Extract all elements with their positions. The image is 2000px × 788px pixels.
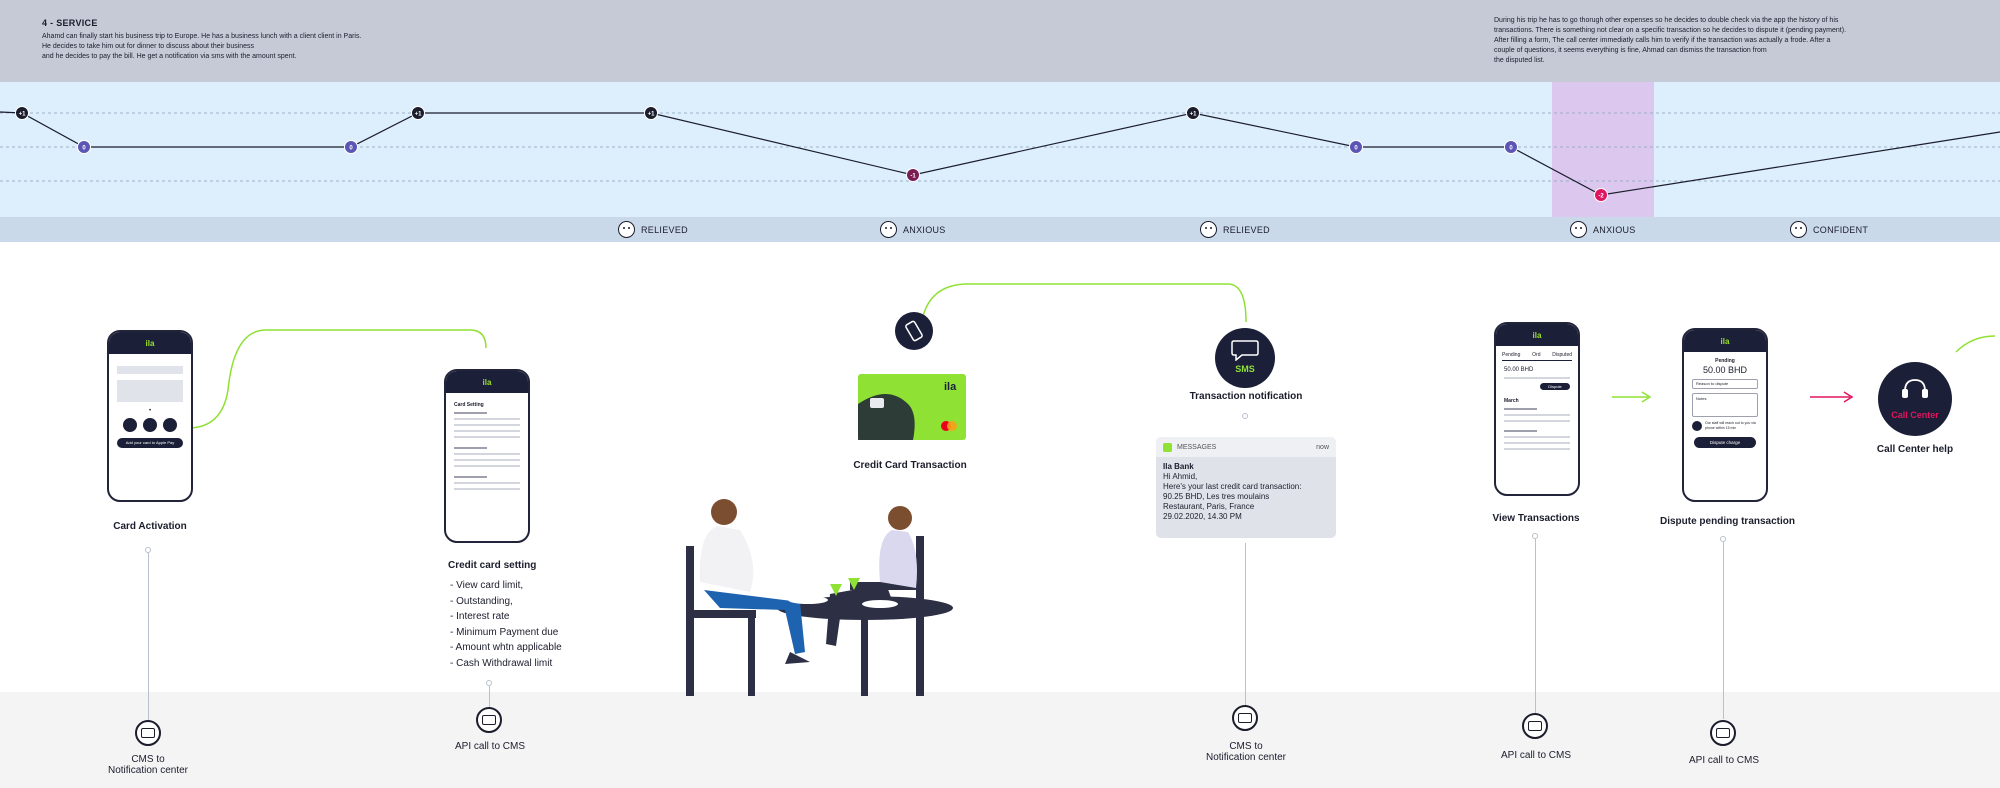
cms-icon — [1232, 705, 1258, 731]
emotion-point-label: 0 — [82, 146, 86, 152]
emotion-point-label: 0 — [349, 146, 353, 152]
backstage-label-4: API call to CMS — [1500, 750, 1572, 761]
emotion-point-label: +1 — [19, 112, 27, 118]
emotion-point — [344, 140, 358, 154]
anxious-face-icon — [880, 221, 897, 238]
tab-disputed[interactable]: Disputed — [1552, 352, 1572, 358]
api-icon — [1522, 713, 1548, 739]
emotion-relieved-2: RELIEVED — [1200, 221, 1270, 238]
more-icon[interactable] — [163, 418, 177, 432]
dispute-pending-phone[interactable]: Pending 50.00 BHD Reason to dispute Note… — [1682, 328, 1768, 502]
emotion-point-label: +1 — [415, 112, 423, 118]
backstage-label-1: CMS to Notification center — [107, 754, 189, 776]
card-activation-label: Card Activation — [113, 521, 187, 532]
view-transactions-label: View Transactions — [1492, 513, 1580, 524]
tab-ord[interactable]: Ord — [1532, 352, 1541, 358]
call-center-icon[interactable]: Call Center — [1878, 362, 1952, 436]
card-icon[interactable] — [143, 418, 157, 432]
emotion-point — [1594, 188, 1608, 202]
tab-pending[interactable]: Pending — [1502, 352, 1521, 358]
card-activation-phone[interactable]: • Add your card to Apple Pay — [107, 330, 193, 502]
relieved-face-icon — [618, 221, 635, 238]
backstage-label-3: CMS to Notification center — [1205, 741, 1287, 763]
sms-notification-card[interactable]: MESSAGES now Ila Bank Hi Ahmid, Here's y… — [1156, 437, 1336, 538]
emotion-point-label: -2 — [1598, 194, 1604, 200]
emotion-confident: CONFIDENT — [1790, 221, 1868, 238]
emotion-point — [77, 140, 91, 154]
flow-connectors — [187, 283, 1996, 429]
api-icon — [476, 707, 502, 733]
dispute-button[interactable]: Dispute — [1540, 383, 1570, 390]
dispute-pending-label: Dispute pending transaction — [1659, 516, 1795, 527]
credit-card-image: ila — [858, 374, 966, 440]
emotion-point — [644, 106, 658, 120]
view-transactions-phone[interactable]: Pending Ord Disputed 50.00 BHD Dispute M… — [1494, 322, 1580, 496]
emotion-point — [906, 168, 920, 182]
backstage-label-5: API call to CMS — [1688, 755, 1760, 766]
emotion-label-bar — [0, 217, 2000, 242]
transaction-notification-label: Transaction notification — [1189, 391, 1303, 402]
emotion-curve: +1 0 0 +1 +1 -1 +1 0 0 -2 — [0, 106, 2000, 202]
emotion-relieved-1: RELIEVED — [618, 221, 688, 238]
emotion-point — [1186, 106, 1200, 120]
card-setting-phone[interactable]: Card Setting — [444, 369, 530, 543]
backstage-band — [0, 692, 2000, 788]
card-setting-label: Credit card setting — [448, 560, 537, 571]
scenario-text-right: During his trip he has to go thorugh oth… — [1494, 17, 1847, 64]
sms-icon: SMS — [1215, 328, 1275, 388]
emotion-point — [411, 106, 425, 120]
messages-app-icon — [1163, 442, 1172, 452]
emotion-point — [1349, 140, 1363, 154]
emotion-band — [0, 82, 2000, 217]
apple-pay-button[interactable]: Add your card to Apple Pay — [117, 438, 183, 448]
anxious-face-icon — [1570, 221, 1587, 238]
emotion-point-label: 0 — [1509, 146, 1513, 152]
svg-text:ila: ila — [944, 381, 957, 393]
section-title: 4 - SERVICE — [42, 18, 98, 28]
scenario-text-left: Ahamd can finally start his business tri… — [42, 33, 362, 60]
emotion-point-label: +1 — [1190, 112, 1198, 118]
backstage-label-2: API call to CMS — [454, 741, 526, 752]
emotion-point-label: +1 — [648, 112, 656, 118]
dispute-charge-button[interactable]: Dispute charge — [1694, 437, 1756, 448]
emotion-point-label: 0 — [1354, 146, 1358, 152]
emotion-anxious-1: ANXIOUS — [880, 221, 946, 238]
snowflake-icon[interactable] — [123, 418, 137, 432]
reason-select[interactable]: Reason to dispute — [1692, 379, 1758, 389]
cms-icon — [135, 720, 161, 746]
notes-field[interactable]: Notes — [1692, 393, 1758, 417]
restaurant-illustration — [686, 499, 953, 696]
scenario-header — [0, 0, 2000, 82]
phone-icon — [1692, 421, 1702, 431]
card-transaction-label: Credit Card Transaction — [853, 460, 967, 471]
api-icon — [1710, 720, 1736, 746]
emotion-point-label: -1 — [910, 174, 916, 180]
emotion-anxious-2: ANXIOUS — [1570, 221, 1636, 238]
relieved-face-icon — [1200, 221, 1217, 238]
emotion-point — [15, 106, 29, 120]
call-center-label: Call Center help — [1876, 444, 1954, 455]
card-setting-features: - View card limit, - Outstanding, - Inte… — [450, 580, 562, 669]
emotion-point — [1504, 140, 1518, 154]
confident-face-icon — [1790, 221, 1807, 238]
tap-to-pay-icon — [895, 312, 933, 350]
